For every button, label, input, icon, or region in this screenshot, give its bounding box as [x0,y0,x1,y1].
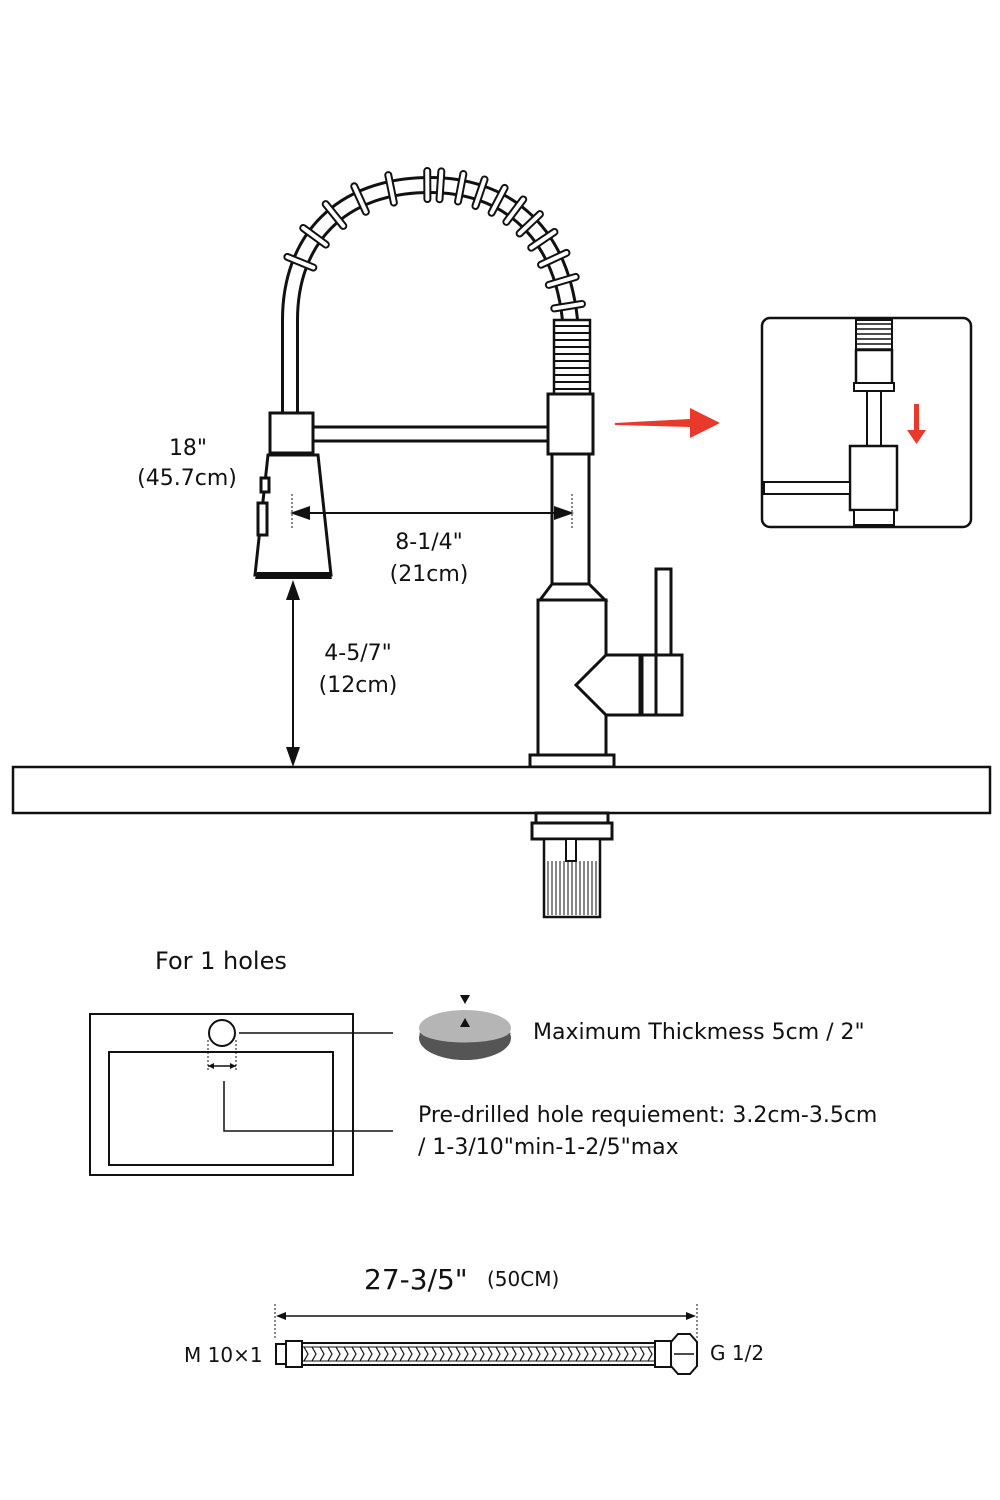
hole-requirement-line1: Pre-drilled hole requiement: 3.2cm-3.5cm [418,1103,877,1128]
thickness-disc-icon [419,995,511,1060]
faucet-body [253,392,684,769]
hose-length-label: 27-3/5" (50CM) [364,1263,559,1296]
hose-right-thread: G 1/2 [710,1341,764,1365]
reach-cm-label: (21cm) [390,562,469,587]
height-cm-label: (45.7cm) [137,466,237,491]
spring-coils [283,167,586,313]
reach-inches-label: 8-1/4" [395,530,462,555]
detail-inset [760,316,973,529]
mounting-nut [530,811,614,919]
hose-dimension [274,1304,698,1340]
detail-pointer-arrow [615,408,720,438]
hole-requirement-line2: / 1-3/10"min-1-2/5"max [418,1135,679,1160]
hose-left-thread: M 10×1 [184,1343,263,1367]
spring-hose [281,167,592,421]
hose-length-inches: 27-3/5" [364,1263,468,1296]
sink-top-view [89,1013,393,1176]
reach-dimension [290,494,574,530]
spring-ribs [554,325,590,390]
down-arrow-icon [907,404,926,444]
braided-hose [275,1333,698,1375]
clearance-dimension [286,580,300,767]
hose-length-cm: (50CM) [487,1267,559,1291]
clearance-inches-label: 4-5/7" [324,641,391,666]
countertop [11,765,992,815]
max-thickness-text: Maximum Thickmess 5cm / 2" [533,1020,865,1045]
height-inches-label: 18" [169,436,207,461]
clearance-cm-label: (12cm) [319,673,398,698]
holes-heading: For 1 holes [155,947,287,975]
